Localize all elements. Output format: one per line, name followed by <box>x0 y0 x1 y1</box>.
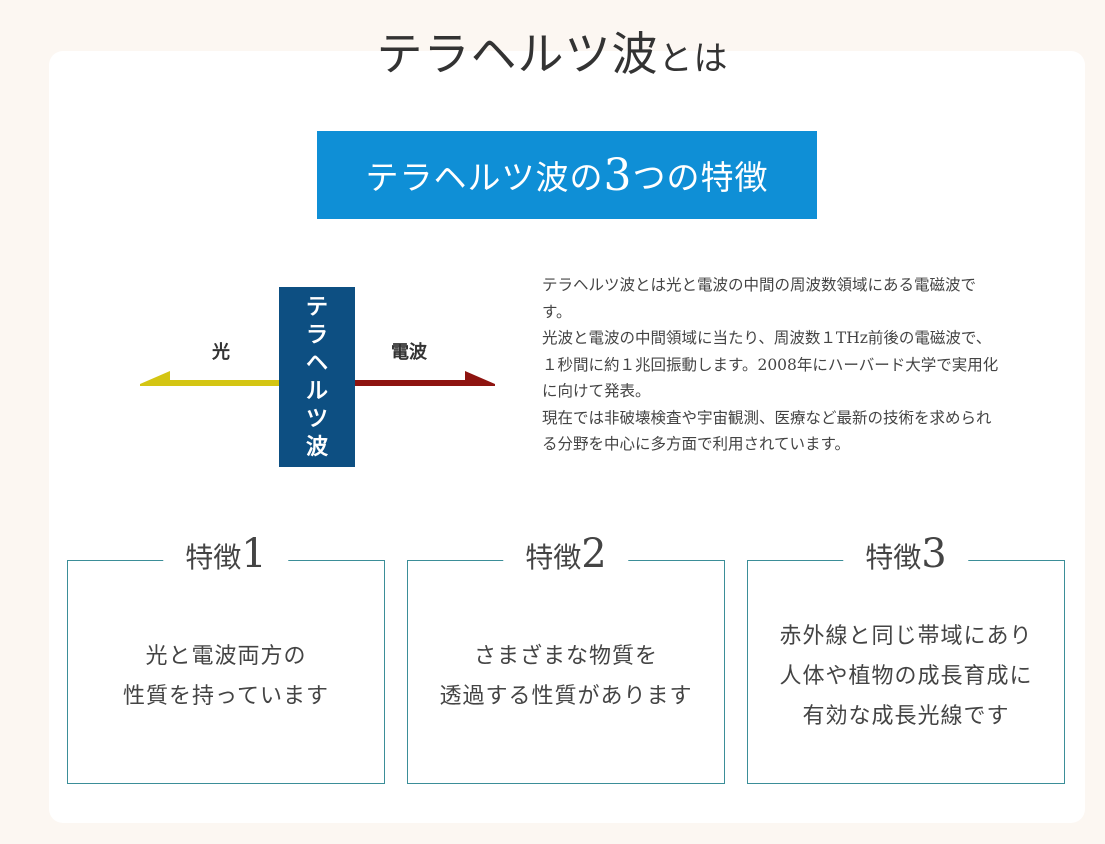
terahertz-char: ル <box>305 378 328 404</box>
terahertz-char: 波 <box>305 434 328 460</box>
description-paragraph: 光波と電波の中間領域に当たり、周波数１THz前後の電磁波で、１秒間に約１兆回振動… <box>542 329 999 400</box>
description: テラヘルツ波とは光と電波の中間の周波数領域にある電磁波です。 光波と電波の中間領… <box>542 272 1002 458</box>
feature-card-1: 特徴1 光と電波両方の 性質を持っています <box>67 531 385 784</box>
terahertz-char: テ <box>305 294 328 320</box>
light-label: 光 <box>212 342 230 363</box>
radio-label: 電波 <box>391 342 427 363</box>
page-title: テラヘルツ波とは <box>0 18 1105 84</box>
spectrum-diagram: 光 電波 テ ラ ヘ ル ツ 波 <box>140 286 495 468</box>
feature-line: 光と電波両方の <box>145 644 307 669</box>
feature-line: さまざまな物質を <box>473 644 658 669</box>
page-title-main: テラヘルツ波 <box>376 27 659 81</box>
feature-card-2: 特徴2 さまざまな物質を 透過する性質があります <box>407 531 725 784</box>
feature-label: 特徴 <box>185 541 242 574</box>
feature-number: 3 <box>921 531 947 577</box>
feature-label: 特徴 <box>865 541 922 574</box>
description-paragraph: テラヘルツ波とは光と電波の中間の周波数領域にある電磁波です。 <box>542 276 977 321</box>
light-arrow-icon <box>140 371 282 386</box>
feature-title: 特徴2 <box>503 531 629 577</box>
terahertz-box: テ ラ ヘ ル ツ 波 <box>279 287 355 467</box>
feature-card-3: 特徴3 赤外線と同じ帯域にあり 人体や植物の成長育成に 有効な成長光線です <box>747 531 1065 784</box>
feature-line: 赤外線と同じ帯域にあり <box>779 624 1033 649</box>
banner-number: 3 <box>603 149 633 201</box>
terahertz-char: ヘ <box>305 350 328 376</box>
feature-number: 1 <box>241 531 267 577</box>
banner-suffix: つの特徴 <box>632 158 769 197</box>
radio-arrow-icon <box>353 371 495 386</box>
page-title-suffix: とは <box>658 39 729 79</box>
terahertz-char: ラ <box>305 322 328 348</box>
feature-line: 透過する性質があります <box>439 684 693 709</box>
feature-label: 特徴 <box>525 541 582 574</box>
feature-line: 人体や植物の成長育成に <box>779 664 1033 689</box>
description-paragraph: 現在では非破壊検査や宇宙観測、医療など最新の技術を求められる分野を中心に多方面で… <box>542 408 992 454</box>
feature-number: 2 <box>581 531 607 577</box>
feature-title: 特徴1 <box>163 531 289 577</box>
feature-line: 有効な成長光線です <box>802 704 1010 729</box>
feature-body: さまざまな物質を 透過する性質があります <box>408 561 724 783</box>
feature-body: 光と電波両方の 性質を持っています <box>68 561 384 783</box>
banner-prefix: テラヘルツ波の <box>365 158 604 197</box>
feature-title: 特徴3 <box>843 531 969 577</box>
terahertz-char: ツ <box>305 406 328 432</box>
feature-body: 赤外線と同じ帯域にあり 人体や植物の成長育成に 有効な成長光線です <box>748 561 1064 783</box>
feature-line: 性質を持っています <box>123 684 329 709</box>
